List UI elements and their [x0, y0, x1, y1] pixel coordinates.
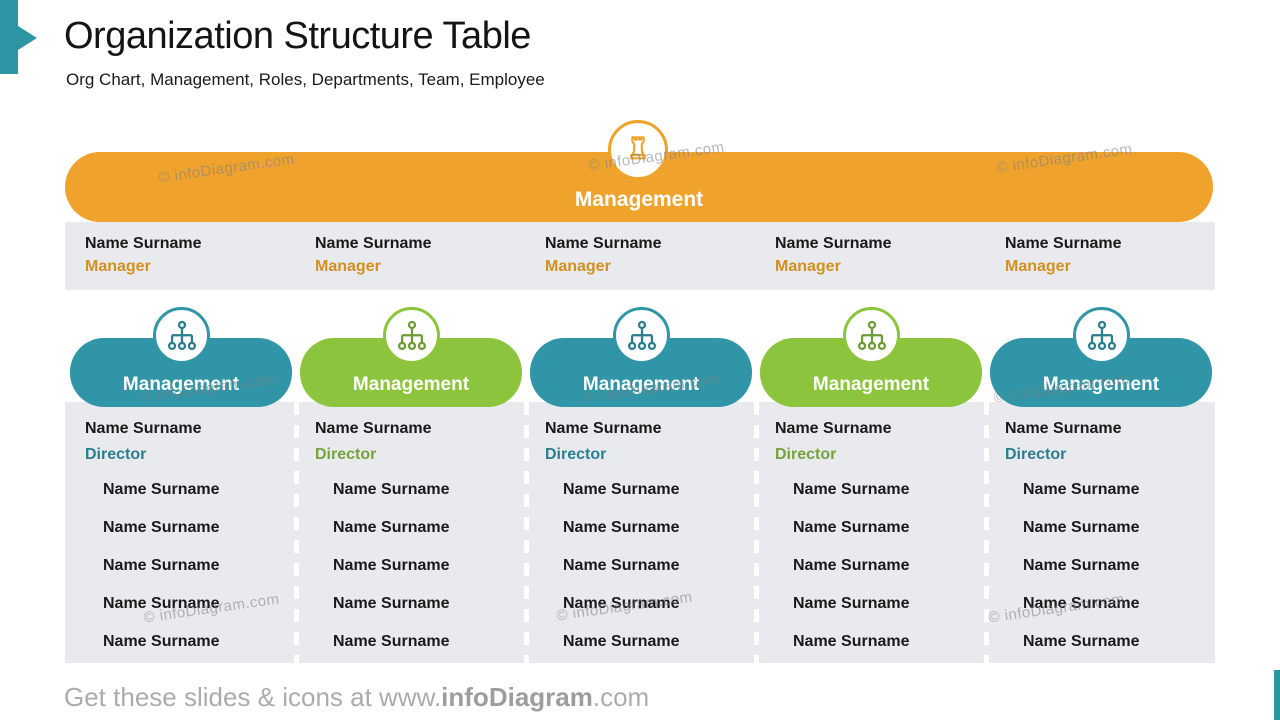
department-column-3: Management Name Surname Director Name Su… — [530, 307, 752, 663]
chess-rook-icon — [608, 120, 668, 180]
department-banner-label: Management — [582, 374, 700, 395]
member-name: Name Surname — [563, 633, 680, 650]
manager-role: Manager — [85, 258, 151, 275]
department-banner-label: Management — [1042, 374, 1160, 395]
member-name: Name Surname — [563, 595, 680, 612]
member-name: Name Surname — [1023, 557, 1140, 574]
director-name: Name Surname — [85, 420, 202, 437]
member-name: Name Surname — [1023, 481, 1140, 498]
director-role: Director — [1005, 446, 1067, 463]
department-column-1: Management Name Surname Director Name Su… — [70, 307, 292, 663]
manager-cell: Name Surname Manager — [525, 222, 755, 290]
department-banner-label: Management — [812, 374, 930, 395]
accent-bar — [1274, 670, 1280, 720]
member-name: Name Surname — [103, 595, 220, 612]
department-banner-label: Management — [122, 374, 240, 395]
org-chart-icon — [383, 307, 440, 364]
members-list: Name Surname Name Surname Name Surname N… — [1023, 471, 1140, 661]
footer-brand: infoDiagram — [441, 682, 593, 712]
members-list: Name Surname Name Surname Name Surname N… — [103, 471, 220, 661]
page-subtitle: Org Chart, Management, Roles, Department… — [66, 70, 545, 89]
column-divider — [524, 402, 529, 663]
director-role: Director — [545, 446, 607, 463]
member-name: Name Surname — [1023, 595, 1140, 612]
departments-background — [65, 402, 1215, 663]
member-name: Name Surname — [103, 557, 220, 574]
department-column-5: Management Name Surname Director Name Su… — [990, 307, 1212, 663]
org-chart-icon — [153, 307, 210, 364]
director-role: Director — [315, 446, 377, 463]
members-list: Name Surname Name Surname Name Surname N… — [333, 471, 450, 661]
org-chart-icon — [1073, 307, 1130, 364]
member-name: Name Surname — [793, 595, 910, 612]
footer-text: Get these slides & icons at www. — [64, 682, 442, 712]
manager-cell: Name Surname Manager — [295, 222, 525, 290]
manager-cell: Name Surname Manager — [985, 222, 1215, 290]
member-name: Name Surname — [333, 633, 450, 650]
manager-cell: Name Surname Manager — [65, 222, 295, 290]
member-name: Name Surname — [793, 519, 910, 536]
department-column-4: Management Name Surname Director Name Su… — [760, 307, 982, 663]
director-role: Director — [85, 446, 147, 463]
member-name: Name Surname — [793, 557, 910, 574]
manager-name: Name Surname — [775, 235, 892, 252]
manager-role: Manager — [1005, 258, 1071, 275]
department-banner-label: Management — [352, 374, 470, 395]
management-banner-label: Management — [574, 188, 704, 211]
director-name: Name Surname — [545, 420, 662, 437]
director-role: Director — [775, 446, 837, 463]
member-name: Name Surname — [103, 481, 220, 498]
org-chart-icon — [613, 307, 670, 364]
column-divider — [984, 402, 989, 663]
member-name: Name Surname — [333, 481, 450, 498]
department-column-2: Management Name Surname Director Name Su… — [300, 307, 522, 663]
member-name: Name Surname — [563, 519, 680, 536]
page-title: Organization Structure Table — [64, 15, 531, 57]
member-name: Name Surname — [103, 633, 220, 650]
manager-name: Name Surname — [315, 235, 432, 252]
manager-name: Name Surname — [545, 235, 662, 252]
member-name: Name Surname — [1023, 633, 1140, 650]
member-name: Name Surname — [333, 595, 450, 612]
member-name: Name Surname — [793, 481, 910, 498]
column-divider — [294, 402, 299, 663]
member-name: Name Surname — [793, 633, 910, 650]
column-divider — [754, 402, 759, 663]
footer-text-suffix: .com — [592, 682, 650, 712]
director-name: Name Surname — [315, 420, 432, 437]
member-name: Name Surname — [1023, 519, 1140, 536]
member-name: Name Surname — [333, 519, 450, 536]
director-name: Name Surname — [1005, 420, 1122, 437]
director-name: Name Surname — [775, 420, 892, 437]
members-list: Name Surname Name Surname Name Surname N… — [793, 471, 910, 661]
member-name: Name Surname — [563, 481, 680, 498]
managers-row: Name Surname Manager Name Surname Manage… — [65, 222, 1215, 290]
manager-role: Manager — [315, 258, 381, 275]
accent-arrow-shape — [0, 0, 37, 74]
footer-credit: Get these slides & icons at www.infoDiag… — [64, 682, 649, 713]
member-name: Name Surname — [563, 557, 680, 574]
members-list: Name Surname Name Surname Name Surname N… — [563, 471, 680, 661]
manager-cell: Name Surname Manager — [755, 222, 985, 290]
manager-name: Name Surname — [1005, 235, 1122, 252]
member-name: Name Surname — [103, 519, 220, 536]
manager-role: Manager — [775, 258, 841, 275]
member-name: Name Surname — [333, 557, 450, 574]
manager-role: Manager — [545, 258, 611, 275]
manager-name: Name Surname — [85, 235, 202, 252]
org-chart-icon — [843, 307, 900, 364]
